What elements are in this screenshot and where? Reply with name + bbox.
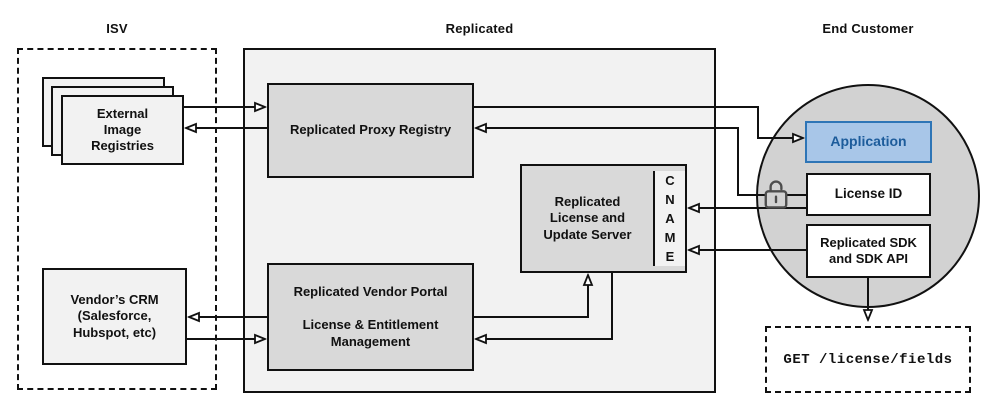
application-node: Application [805, 121, 932, 163]
proxy-registry-label: Replicated Proxy Registry [289, 122, 452, 138]
vendors-crm-label: Vendor’s CRM (Salesforce, Hubspot, etc) [70, 292, 159, 340]
end-customer-section-title: End Customer [822, 21, 914, 36]
vendors-crm-node: Vendor’s CRM (Salesforce, Hubspot, etc) [42, 268, 187, 365]
lock-icon [764, 180, 788, 209]
get-license-fields-box: GET /license/fields [765, 326, 971, 393]
vendor-portal-node: Replicated Vendor Portal License & Entit… [267, 263, 474, 371]
vendor-portal-title: Replicated Vendor Portal [293, 284, 448, 300]
lock-shackle [769, 180, 783, 193]
replicated-sdk-label: Replicated SDK and SDK API [820, 234, 917, 266]
license-update-server-node: Replicated License and Update Server CNA… [520, 164, 687, 273]
license-update-server-label: Replicated License and Update Server [543, 194, 632, 242]
isv-section-title: ISV [106, 21, 128, 36]
cname-label: CNAME [664, 173, 676, 264]
replicated-sdk-node: Replicated SDK and SDK API [806, 224, 931, 278]
license-update-server-body: Replicated License and Update Server [522, 194, 653, 243]
vendor-portal-subtitle: License & Entitlement Management [302, 317, 439, 349]
license-id-node: License ID [806, 173, 931, 216]
replicated-section-title: Replicated [445, 21, 514, 36]
proxy-registry-node: Replicated Proxy Registry [267, 83, 474, 178]
external-image-registries-label: External Image Registries [91, 105, 154, 154]
get-license-fields-label: GET /license/fields [783, 351, 953, 368]
license-id-label: License ID [834, 186, 903, 202]
cname-strip: CNAME [653, 171, 685, 266]
application-label: Application [830, 133, 907, 150]
external-image-registries-node: External Image Registries [61, 95, 184, 165]
